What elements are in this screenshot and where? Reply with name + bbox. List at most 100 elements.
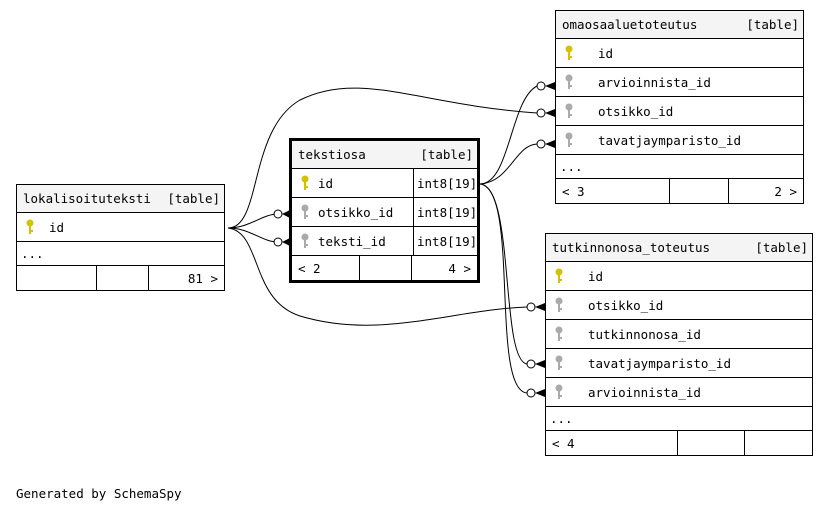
relation-arrowhead [535,360,545,368]
relation-endpoint-circle [526,388,536,398]
relation-endpoint-circle [536,108,546,118]
primary-key-icon [546,268,572,284]
relation-endpoint-circle [273,209,283,219]
column-name: otsikko_id [598,103,674,119]
column-name: tavatjaymparisto_id [588,355,731,371]
column-row[interactable]: otsikko_id [546,291,812,320]
column-row[interactable]: id [556,39,803,68]
table-kind: [table] [746,17,799,32]
column-row[interactable]: id [17,213,224,242]
column-row[interactable]: tavatjaymparisto_id [556,126,803,155]
column-row[interactable]: id int8[19] [292,169,477,198]
footer-spacer [97,266,149,290]
relation-endpoint-circle [526,359,536,369]
relation-endpoint-circle [526,302,536,312]
relation-arrowhead [545,82,555,90]
more-columns: ... [546,407,812,431]
foreign-key-icon [556,103,582,119]
column-name: otsikko_id [318,204,394,220]
column-name: tutkinnonosa_id [588,326,701,342]
table-name: tutkinnonosa_toteutus [552,240,711,255]
column-name: arvioinnista_id [598,74,711,90]
relation-endpoint-circle [536,139,546,149]
relation-line [227,227,528,326]
primary-key-icon [556,45,582,61]
footer-spacer [678,431,745,455]
column-type: int8[19] [413,198,477,226]
children-count[interactable]: 2 > [774,183,797,199]
parents-count[interactable]: < 3 [556,179,670,203]
relation-arrowhead [535,303,545,311]
more-columns: ... [17,242,224,266]
relation-endpoint-circle [273,237,283,247]
relation-endpoint-circle [536,81,546,91]
foreign-key-icon [556,132,582,148]
foreign-key-icon [546,355,572,371]
column-name: id [598,45,614,61]
relation-arrowhead [282,238,290,246]
table-footer: 81 > [17,266,224,290]
column-type: int8[19] [413,227,477,255]
relation-line [479,143,538,185]
relation-line [479,85,538,185]
table-footer: < 4 [546,431,812,455]
foreign-key-icon [546,326,572,342]
table-tutkinnonosa-toteutus[interactable]: tutkinnonosa_toteutus [table] id otsikko… [545,233,813,456]
table-kind: [table] [420,147,473,162]
footer-spacer [360,256,412,280]
table-name: omaosaaluetoteutus [562,17,698,32]
foreign-key-icon [292,204,318,220]
table-footer: < 3 2 > [556,179,803,203]
relation-arrowhead [535,389,545,397]
parents-count[interactable]: < 4 [546,431,678,455]
table-kind: [table] [167,191,220,206]
footer-spacer [670,179,729,203]
column-row[interactable]: teksti_id int8[19] [292,227,477,256]
table-header: tekstiosa [table] [292,141,477,169]
relation-line [479,183,528,394]
column-name: otsikko_id [588,297,664,313]
column-row[interactable]: arvioinnista_id [546,378,812,407]
foreign-key-icon [292,233,318,249]
foreign-key-icon [556,74,582,90]
primary-key-icon [292,175,318,191]
generated-by-label: Generated by SchemaSpy [16,486,182,501]
column-row[interactable]: arvioinnista_id [556,68,803,97]
table-tekstiosa[interactable]: tekstiosa [table] id int8[19] otsikko_id… [289,138,480,283]
column-name: tavatjaymparisto_id [598,132,741,148]
foreign-key-icon [546,297,572,313]
relation-line [227,87,538,229]
primary-key-icon [17,219,43,235]
relation-arrowhead [282,210,290,218]
table-footer: < 2 4 > [292,256,477,280]
children-count[interactable]: 81 > [187,270,218,286]
column-name: id [49,219,65,235]
column-row[interactable]: otsikko_id [556,97,803,126]
table-lokalisoituteksti[interactable]: lokalisoituteksti [table] id ... 81 > [16,184,225,291]
column-name: id [588,268,604,284]
table-name: lokalisoituteksti [23,191,151,206]
table-name: tekstiosa [298,147,366,162]
more-columns: ... [556,155,803,179]
children-count[interactable] [745,431,812,455]
relation-arrowhead [545,140,555,148]
table-header: tutkinnonosa_toteutus [table] [546,234,812,262]
column-type: int8[19] [413,169,477,197]
foreign-key-icon [546,384,572,400]
relation-arrowhead [545,109,555,117]
table-header: omaosaaluetoteutus [table] [556,11,803,39]
children-count[interactable]: 4 > [448,260,471,276]
column-row[interactable]: id [546,262,812,291]
parents-count[interactable]: < 2 [292,256,360,280]
parents-count[interactable] [17,266,97,290]
table-omaosaaluetoteutus[interactable]: omaosaaluetoteutus [table] id arvioinnis… [555,10,804,204]
column-row[interactable]: tutkinnonosa_id [546,320,812,349]
table-header: lokalisoituteksti [table] [17,185,224,213]
column-name: arvioinnista_id [588,384,701,400]
column-row[interactable]: otsikko_id int8[19] [292,198,477,227]
table-kind: [table] [755,240,808,255]
column-name: id [318,175,334,191]
column-row[interactable]: tavatjaymparisto_id [546,349,812,378]
column-name: teksti_id [318,233,386,249]
